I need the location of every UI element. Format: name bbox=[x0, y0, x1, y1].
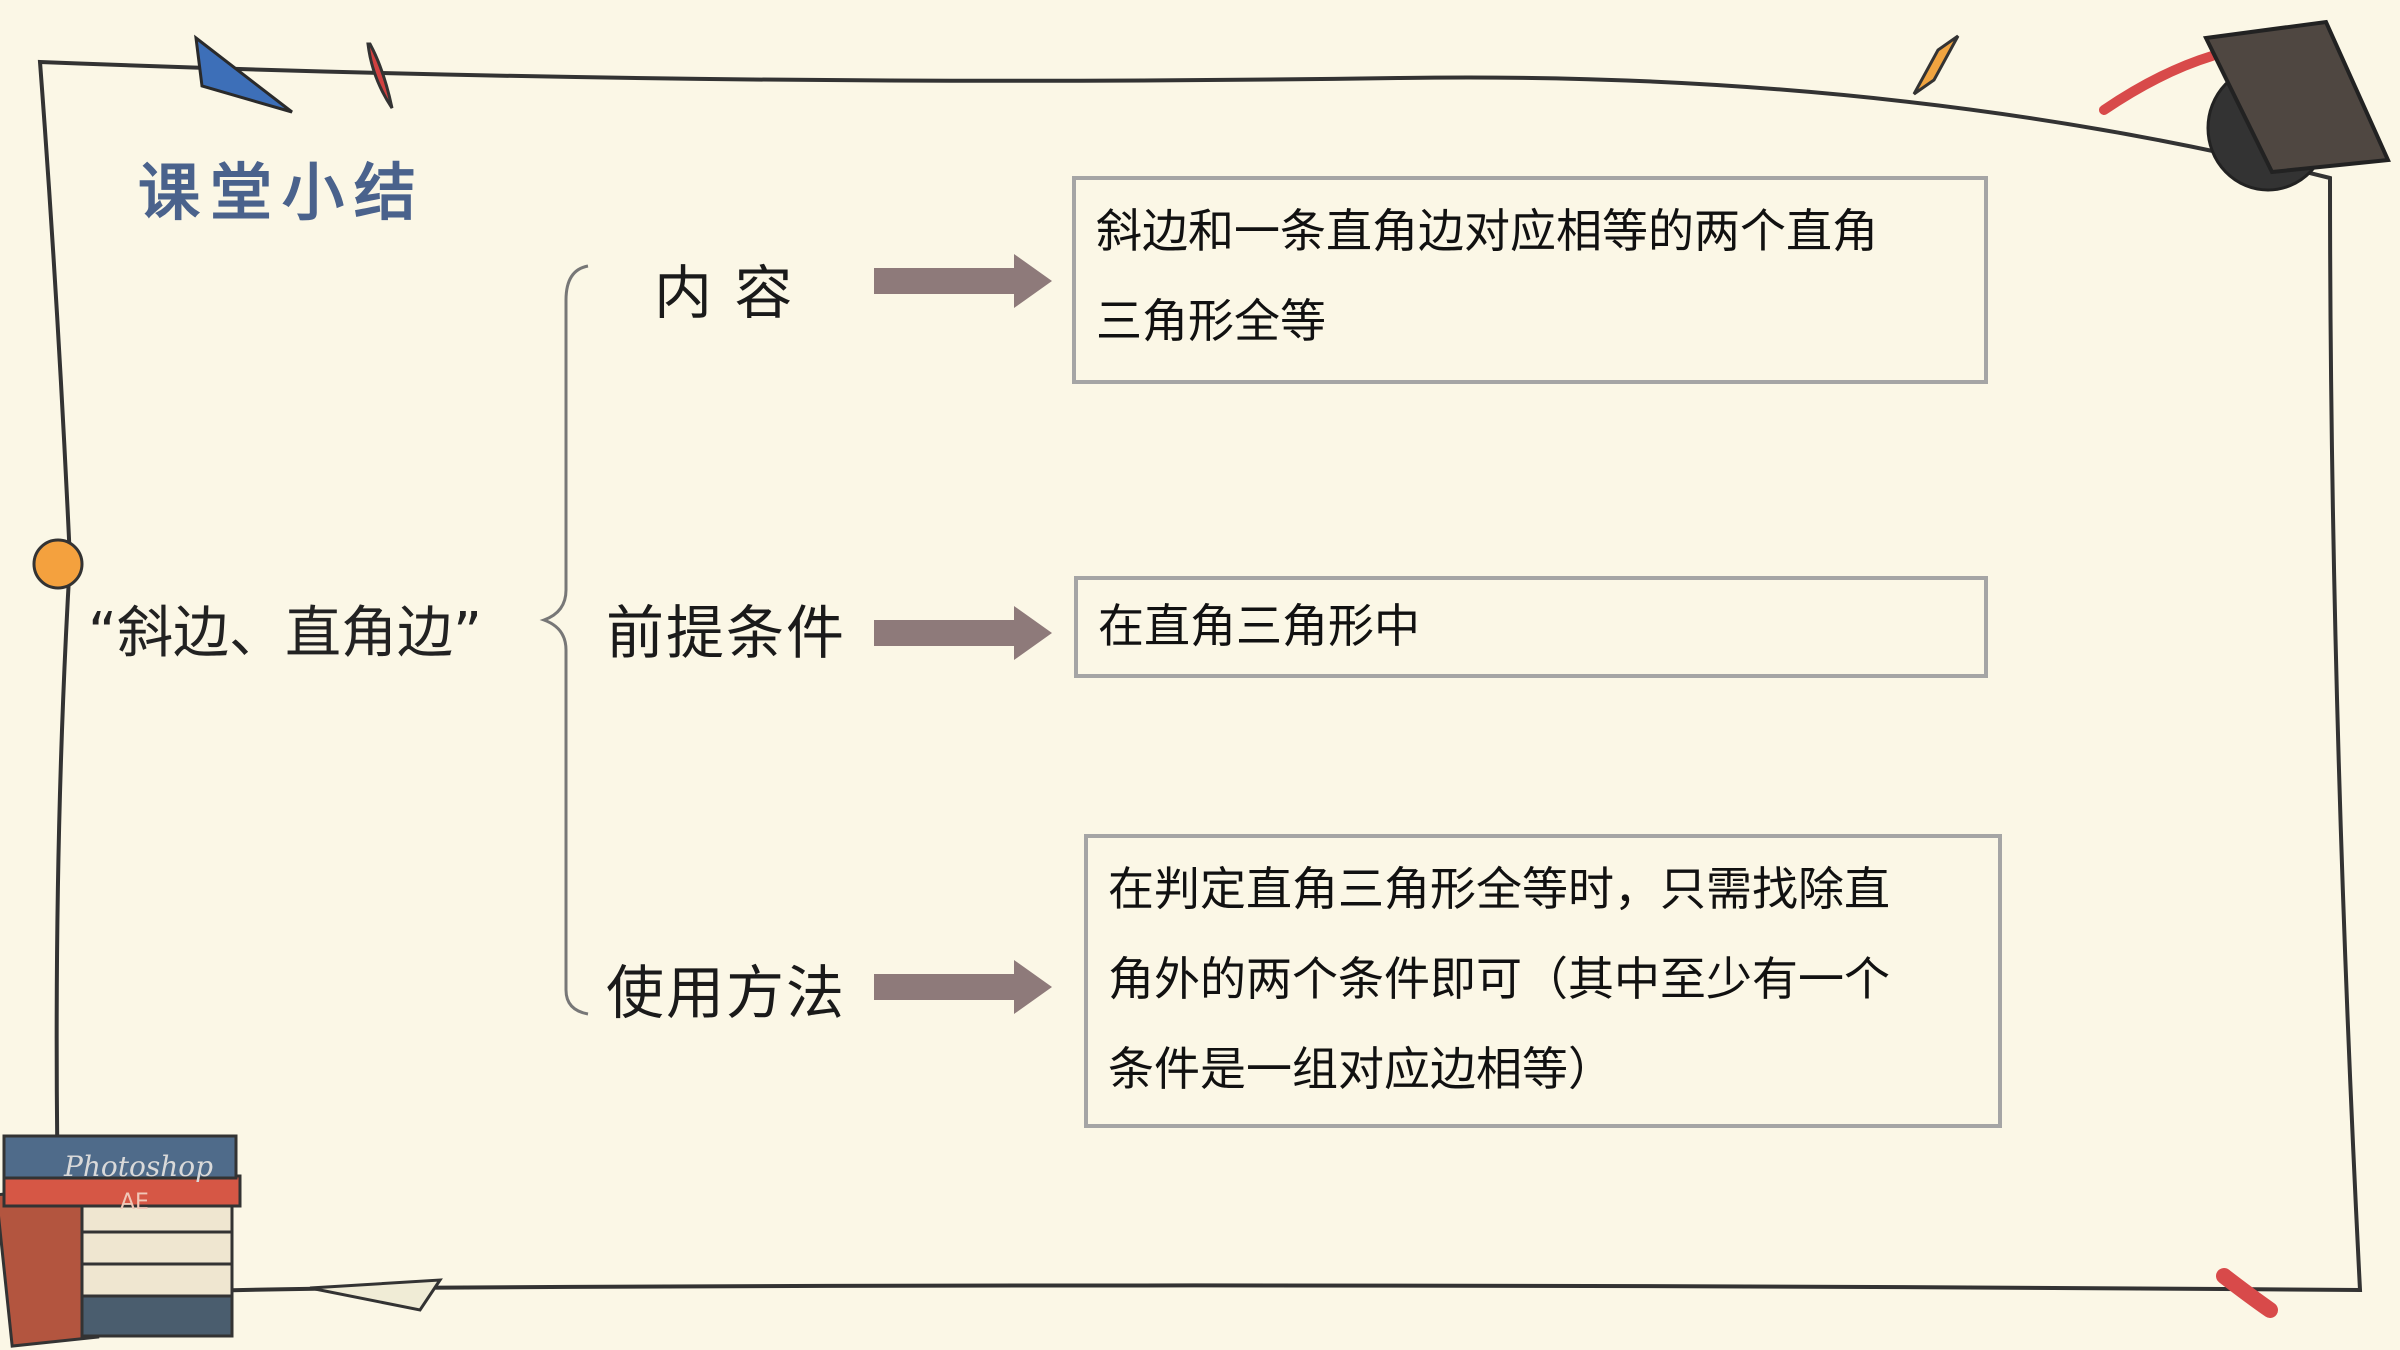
branch-label-content: 内 容 bbox=[654, 259, 795, 327]
red-drop-ornament bbox=[366, 42, 394, 109]
slide-title: 课堂小结 bbox=[138, 156, 427, 229]
graduation-cap-icon bbox=[2202, 19, 2391, 192]
content-box: 斜边和一条直角边对应相等的两个直角 三角形全等 bbox=[1072, 176, 1988, 384]
arrow-right-icon bbox=[874, 606, 1052, 660]
usage-line: 条件是一组对应边相等） bbox=[1108, 1042, 1614, 1096]
branch-label-usage: 使用方法 bbox=[606, 959, 847, 1027]
branch-label-precondition: 前提条件 bbox=[606, 599, 847, 667]
content-line: 斜边和一条直角边对应相等的两个直角 bbox=[1096, 204, 1878, 258]
usage-box: 在判定直角三角形全等时，只需找除直 角外的两个条件即可（其中至少有一个 条件是一… bbox=[1084, 834, 2002, 1128]
orange-diamond-ornament bbox=[1912, 34, 1960, 96]
usage-line: 在判定直角三角形全等时，只需找除直 bbox=[1108, 862, 1890, 916]
orange-circle-ornament bbox=[32, 538, 84, 590]
book-top-label: Photoshop bbox=[64, 1150, 214, 1183]
curly-brace bbox=[539, 264, 589, 1016]
arrow-right-icon bbox=[874, 960, 1052, 1014]
precondition-box: 在直角三角形中 bbox=[1074, 576, 1988, 678]
book-second-label: AE bbox=[120, 1190, 149, 1215]
book-stack-icon bbox=[0, 1134, 242, 1348]
arrow-right-icon bbox=[874, 254, 1052, 308]
content-line: 三角形全等 bbox=[1096, 294, 1326, 348]
root-topic: “斜边、直角边” bbox=[88, 601, 483, 666]
blue-triangle-ornament bbox=[194, 34, 293, 114]
precondition-line: 在直角三角形中 bbox=[1098, 599, 1420, 653]
usage-line: 角外的两个条件即可（其中至少有一个 bbox=[1108, 952, 1890, 1006]
